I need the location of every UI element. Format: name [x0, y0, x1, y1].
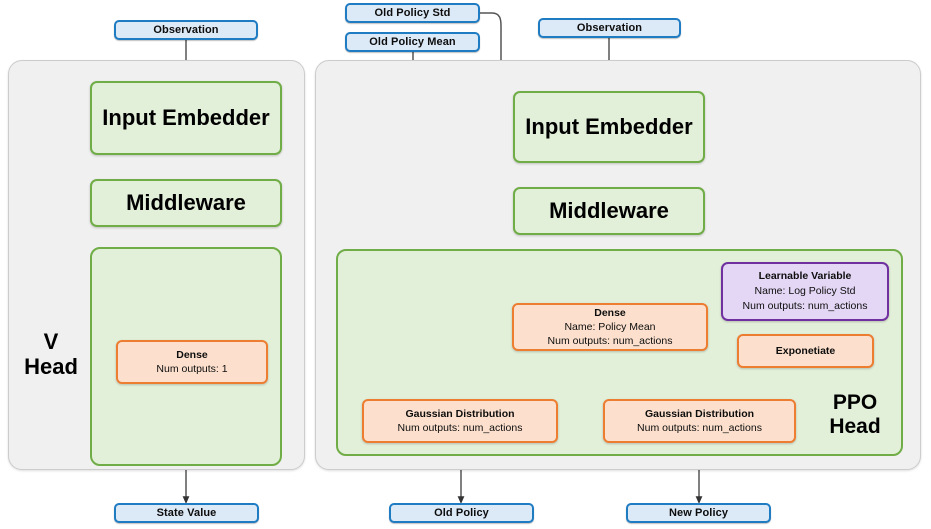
ppo-head-middleware[interactable]: Middleware	[513, 187, 705, 235]
exponetiate-title: Exponetiate	[775, 344, 836, 357]
learnable-variable-name: Name: Log Policy Std	[754, 285, 856, 298]
v-head-caption-line1: V	[43, 329, 59, 355]
ppo-dense-name: Name: Policy Mean	[564, 320, 656, 333]
input-observation-v[interactable]: Observation	[114, 20, 258, 40]
ppo-head-exponetiate[interactable]: Exponetiate	[737, 334, 874, 368]
ppo-head-caption: PPO Head	[812, 382, 898, 448]
learnable-variable-num-outputs: Num outputs: num_actions	[742, 299, 868, 312]
v-head-caption-line2: Head	[24, 354, 78, 379]
v-head-input-embedder[interactable]: Input Embedder	[90, 81, 282, 155]
ppo-dense-title: Dense	[594, 306, 626, 319]
ppo-head-gaussian-distribution-old[interactable]: Gaussian Distribution Num outputs: num_a…	[362, 399, 558, 443]
ppo-head-dense-policy-mean[interactable]: Dense Name: Policy Mean Num outputs: num…	[512, 303, 708, 351]
output-state-value[interactable]: State Value	[114, 503, 259, 523]
gaussian-new-title: Gaussian Distribution	[644, 407, 755, 420]
learnable-variable-title: Learnable Variable	[758, 270, 852, 283]
v-head-caption: V Head	[14, 320, 88, 390]
input-old-policy-std[interactable]: Old Policy Std	[345, 3, 480, 23]
ppo-head-caption-line2: Head	[829, 415, 881, 438]
input-observation-ppo[interactable]: Observation	[538, 18, 681, 38]
ppo-head-learnable-variable[interactable]: Learnable Variable Name: Log Policy Std …	[721, 262, 889, 321]
v-head-dense-title: Dense	[176, 348, 208, 361]
v-head-middleware[interactable]: Middleware	[90, 179, 282, 227]
ppo-head-gaussian-distribution-new[interactable]: Gaussian Distribution Num outputs: num_a…	[603, 399, 796, 443]
gaussian-old-num-outputs: Num outputs: num_actions	[397, 422, 523, 434]
input-old-policy-mean[interactable]: Old Policy Mean	[345, 32, 480, 52]
v-head-dense-num-outputs: Num outputs: 1	[156, 363, 228, 375]
v-head-dense[interactable]: Dense Num outputs: 1	[116, 340, 268, 384]
gaussian-new-num-outputs: Num outputs: num_actions	[637, 422, 762, 434]
output-old-policy[interactable]: Old Policy	[389, 503, 534, 523]
ppo-dense-num-outputs: Num outputs: num_actions	[547, 335, 673, 348]
ppo-head-input-embedder[interactable]: Input Embedder	[513, 91, 705, 163]
output-new-policy[interactable]: New Policy	[626, 503, 771, 523]
ppo-head-caption-line1: PPO	[832, 391, 878, 415]
gaussian-old-title: Gaussian Distribution	[405, 407, 515, 420]
